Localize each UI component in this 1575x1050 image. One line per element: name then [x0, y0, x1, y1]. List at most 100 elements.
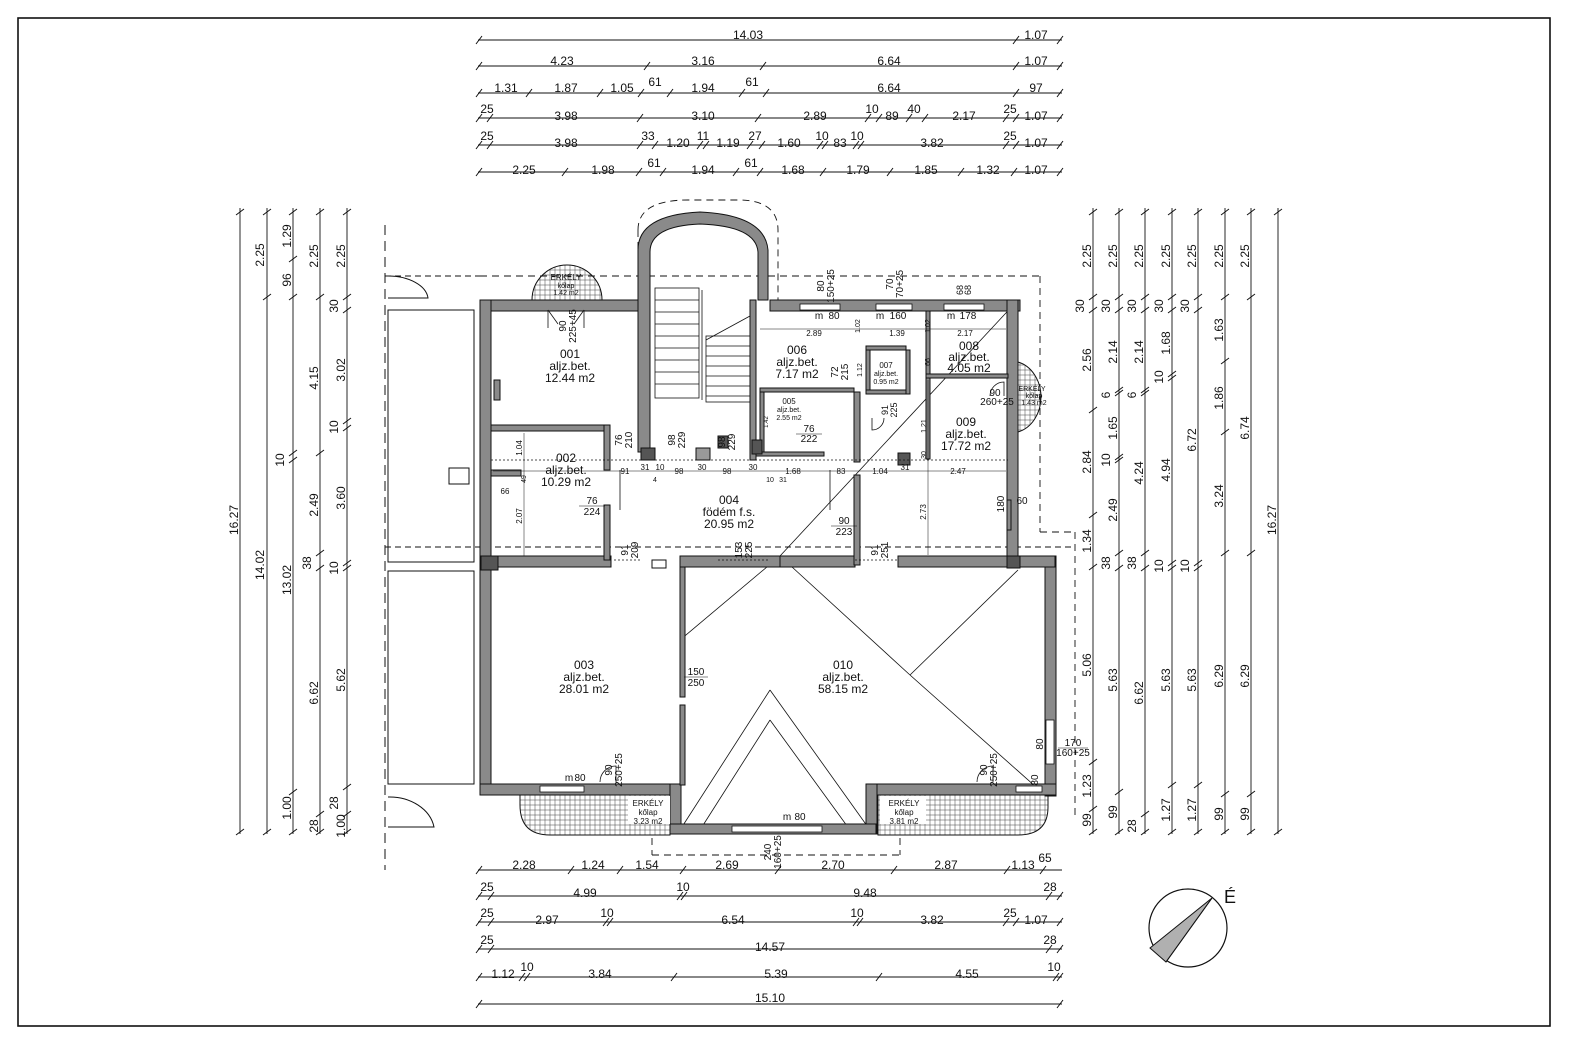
sheet-border — [17, 17, 1551, 1027]
top-dim-text: 10 — [850, 129, 864, 143]
inner-dim-text: 30 — [921, 451, 928, 459]
svg-text:72: 72 — [830, 366, 841, 378]
top-dim-text: 40 — [907, 102, 921, 116]
bottom-dim-text: 10 — [520, 960, 534, 974]
bottom-dim-text: 1.54 — [635, 858, 659, 872]
right-dim-text: 5.63 — [1159, 668, 1173, 692]
right-dim-text: 10 — [1178, 559, 1192, 573]
bottom-dim-text: 28 — [1043, 933, 1057, 947]
svg-text:m: m — [876, 311, 884, 322]
svg-text:240: 240 — [763, 843, 774, 860]
top-dim-text: 6.64 — [877, 81, 901, 95]
right-dim-text: 2.25 — [1185, 244, 1199, 268]
bottom-dim-text: 25 — [480, 880, 494, 894]
bottom-dim-text: 2.70 — [821, 858, 845, 872]
left-dim-text: 3.60 — [334, 486, 348, 510]
room-002: 002 aljz.bet. 10.29 m2 — [541, 451, 591, 489]
inner-dim-text: 66 — [925, 358, 932, 366]
inner-dim-text: 31 — [641, 463, 650, 472]
svg-text:91: 91 — [870, 544, 881, 556]
right-dim-text: 10 — [1099, 453, 1113, 467]
svg-text:250: 250 — [688, 678, 705, 689]
svg-text:76: 76 — [586, 496, 598, 507]
balcony-area: 3.81 m2 — [890, 817, 919, 826]
room-004: 004 födém f.s. 20.95 m2 — [703, 493, 756, 531]
top-dim-text: 25 — [480, 129, 494, 143]
svg-text:70+25: 70+25 — [895, 270, 906, 299]
right-dim-text: 10 — [1152, 370, 1166, 384]
room-finish: aljz.bet. — [874, 371, 898, 378]
room-id: 002 — [556, 451, 576, 465]
right-dim-text: 2.25 — [1159, 244, 1173, 268]
bottom-dim-text: 4.55 — [955, 967, 979, 981]
svg-text:80: 80 — [816, 280, 827, 292]
top-dim-text: 1.60 — [777, 136, 801, 150]
right-dim-text: 1.27 — [1159, 798, 1173, 822]
top-dim-text: 1.20 — [666, 136, 690, 150]
right-dim-text: 3.24 — [1212, 484, 1226, 508]
right-dim-text: 2.25 — [1080, 244, 1094, 268]
inner-dim-text: 1.04 — [515, 440, 524, 456]
inner-dim-text: 91 — [621, 467, 630, 476]
svg-text:160: 160 — [890, 311, 907, 322]
right-dim-text: 28 — [1125, 819, 1139, 833]
top-dim-text: 1.85 — [914, 163, 938, 177]
right-dim-text: 2.84 — [1080, 450, 1094, 474]
top-dim-text: 3.98 — [554, 136, 578, 150]
top-dim-text: 3.16 — [691, 54, 715, 68]
right-dim-text: 30 — [1178, 299, 1192, 313]
top-dim-text: 1.32 — [976, 163, 1000, 177]
right-dim-text: 99 — [1212, 807, 1226, 821]
inner-dim-text: 1.42 — [764, 416, 770, 428]
bottom-dim-text: 1.24 — [581, 858, 605, 872]
left-dim-text: 10 — [273, 453, 287, 467]
compass-circle — [1148, 888, 1228, 968]
bottom-dim-text: 2.28 — [512, 858, 536, 872]
room-id: 001 — [560, 347, 580, 361]
svg-text:229: 229 — [677, 431, 688, 448]
top-dim-text: 33 — [641, 129, 655, 143]
right-dim-text: 2.56 — [1080, 348, 1094, 372]
balcony-finish: kőlap — [1026, 393, 1043, 400]
bottom-dim-text: 4.99 — [573, 886, 597, 900]
right-dim-text: 99 — [1238, 807, 1252, 821]
svg-text:250+25: 250+25 — [614, 753, 625, 787]
balcony-finish: kőlap — [638, 808, 658, 817]
svg-text:210: 210 — [624, 431, 635, 448]
inner-dim-text: 2.17 — [957, 329, 973, 338]
top-dim-text: 4.23 — [550, 54, 574, 68]
balconies — [519, 264, 1049, 836]
room-005: 005 aljz.bet. 2.55 m2 — [776, 397, 801, 422]
right-dim-text: 30 — [1152, 299, 1166, 313]
top-dim-text: 1.05 — [610, 81, 634, 95]
left-dim-text: 6.62 — [307, 681, 321, 705]
svg-text:91: 91 — [880, 405, 890, 415]
right-dim-text: 5.63 — [1185, 668, 1199, 692]
right-dim-text: 6.74 — [1238, 416, 1252, 440]
svg-text:170: 170 — [1065, 738, 1082, 749]
svg-text:229: 229 — [727, 433, 738, 450]
right-dim-text: 30 — [1099, 299, 1113, 313]
right-dim-text: 2.25 — [1106, 244, 1120, 268]
room-finish: födém f.s. — [703, 505, 756, 519]
top-dim-text: 25 — [1003, 129, 1017, 143]
bottom-dim-text: 14.57 — [755, 940, 785, 954]
bottom-dim-text: 25 — [1003, 906, 1017, 920]
left-dim-text: 2.49 — [307, 493, 321, 517]
bottom-dimension-chains: 2.28 1.24 1.54 2.69 2.70 2.87 1.13 65 25… — [475, 851, 1064, 1009]
right-dim-text: 2.14 — [1106, 340, 1120, 364]
top-dim-text: 1.68 — [781, 163, 805, 177]
left-dim-text: 1.00 — [280, 796, 294, 820]
balcony-area: 1.42 m2 — [553, 290, 578, 297]
room-area: 2.55 m2 — [776, 415, 801, 422]
room-finish: aljz.bet. — [948, 350, 989, 364]
